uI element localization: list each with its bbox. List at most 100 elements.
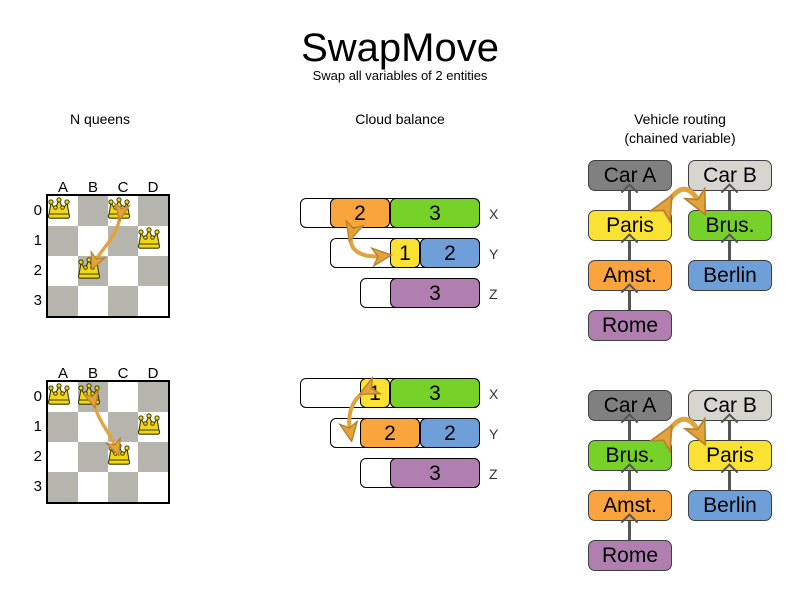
board-column-label-b: B [87,365,98,382]
route-stop-b-2[interactable]: Berlin [688,260,772,291]
cloud-process-x-1[interactable]: 1 [360,378,390,408]
route-stop-a-3[interactable]: Rome [588,540,672,571]
board-cell[interactable] [138,226,168,256]
chain-link-line [628,465,631,493]
route-stop-b-1[interactable]: Brus. [688,210,772,241]
board-row-label-0: 0 [33,388,42,405]
board-cell[interactable] [138,472,168,502]
board-cell[interactable] [48,226,78,256]
board-column-label-d: D [147,179,159,196]
board-cell[interactable] [78,226,108,256]
cloud-process-x-2[interactable]: 3 [390,378,480,408]
board-cell[interactable] [48,196,78,226]
chessboard [46,194,170,318]
route-stop-a-1[interactable]: Brus. [588,440,672,471]
cloud-process-x-1[interactable]: 2 [330,198,390,228]
chain-link-line [628,185,631,213]
board-column-label-d: D [147,365,159,382]
vehicle-b-box[interactable]: Car B [688,390,772,421]
board-row-label-1: 1 [33,232,42,249]
cloud-row-label-x: X [489,386,499,402]
section-title-vehicle-routing-line1: Vehicle routing [634,111,726,127]
vehicle-a-box[interactable]: Car A [588,160,672,191]
chain-link-line [628,515,631,543]
board-cell[interactable] [108,226,138,256]
board-cell[interactable] [48,412,78,442]
cloud-process-y-1[interactable]: 1 [390,238,420,268]
swap-arrow-routing-after [666,419,700,436]
vehicle-a-box[interactable]: Car A [588,390,672,421]
board-cell[interactable] [48,442,78,472]
section-title-cloud-balance: Cloud balance [355,111,445,127]
board-cell[interactable] [108,412,138,442]
route-stop-a-2[interactable]: Amst. [588,260,672,291]
nqueens-board-before [46,194,170,318]
chain-link-line [728,415,731,443]
cloud-process-z-1[interactable]: 3 [390,278,480,308]
board-cell[interactable] [108,256,138,286]
board-cell[interactable] [138,442,168,472]
cloud-row-label-z: Z [489,466,498,482]
section-title-nqueens: N queens [70,111,130,127]
board-row-label-1: 1 [33,418,42,435]
board-column-label-b: B [87,179,98,196]
board-row-label-2: 2 [33,262,42,279]
board-cell[interactable] [48,382,78,412]
cloud-row-label-x: X [489,206,499,222]
cloud-process-x-2[interactable]: 3 [390,198,480,228]
board-row-label-3: 3 [33,478,42,495]
route-stop-a-1[interactable]: Paris [588,210,672,241]
cloud-process-y-1[interactable]: 2 [360,418,420,448]
board-cell[interactable] [78,256,108,286]
page-title: SwapMove [301,26,499,70]
board-cell[interactable] [48,256,78,286]
board-cell[interactable] [108,442,138,472]
cloud-process-y-2[interactable]: 2 [420,418,480,448]
page-subtitle: Swap all variables of 2 entities [312,68,488,83]
board-cell[interactable] [108,196,138,226]
board-row-label-3: 3 [33,292,42,309]
cloud-row-label-y: Y [489,426,499,442]
board-row-label-0: 0 [33,202,42,219]
board-cell[interactable] [138,196,168,226]
board-cell[interactable] [138,412,168,442]
board-column-label-a: A [57,365,68,382]
vehicle-b-box[interactable]: Car B [688,160,772,191]
route-stop-a-2[interactable]: Amst. [588,490,672,521]
chain-link-line [728,465,731,493]
section-title-vehicle-routing-line2: (chained variable) [624,130,736,146]
chain-link-line [628,285,631,313]
chessboard [46,380,170,504]
board-cell[interactable] [108,286,138,316]
cloud-process-z-1[interactable]: 3 [390,458,480,488]
cloud-row-label-z: Z [489,286,498,302]
board-cell[interactable] [78,196,108,226]
board-column-label-c: C [117,365,129,382]
chain-link-line [628,235,631,263]
board-cell[interactable] [48,472,78,502]
route-stop-b-2[interactable]: Berlin [688,490,772,521]
chain-link-line [728,235,731,263]
board-cell[interactable] [78,412,108,442]
board-column-label-c: C [117,179,129,196]
board-cell[interactable] [108,382,138,412]
board-cell[interactable] [138,382,168,412]
board-cell[interactable] [138,286,168,316]
nqueens-board-after [46,380,170,504]
swap-arrow-routing-before [666,189,700,206]
chain-link-line [628,415,631,443]
board-cell[interactable] [108,472,138,502]
chain-link-line [728,185,731,213]
board-cell[interactable] [48,286,78,316]
cloud-row-label-y: Y [489,246,499,262]
route-stop-b-1[interactable]: Paris [688,440,772,471]
board-column-label-a: A [57,179,68,196]
board-cell[interactable] [78,472,108,502]
board-row-label-2: 2 [33,448,42,465]
board-cell[interactable] [78,382,108,412]
board-cell[interactable] [78,286,108,316]
route-stop-a-3[interactable]: Rome [588,310,672,341]
cloud-process-y-2[interactable]: 2 [420,238,480,268]
board-cell[interactable] [78,442,108,472]
board-cell[interactable] [138,256,168,286]
